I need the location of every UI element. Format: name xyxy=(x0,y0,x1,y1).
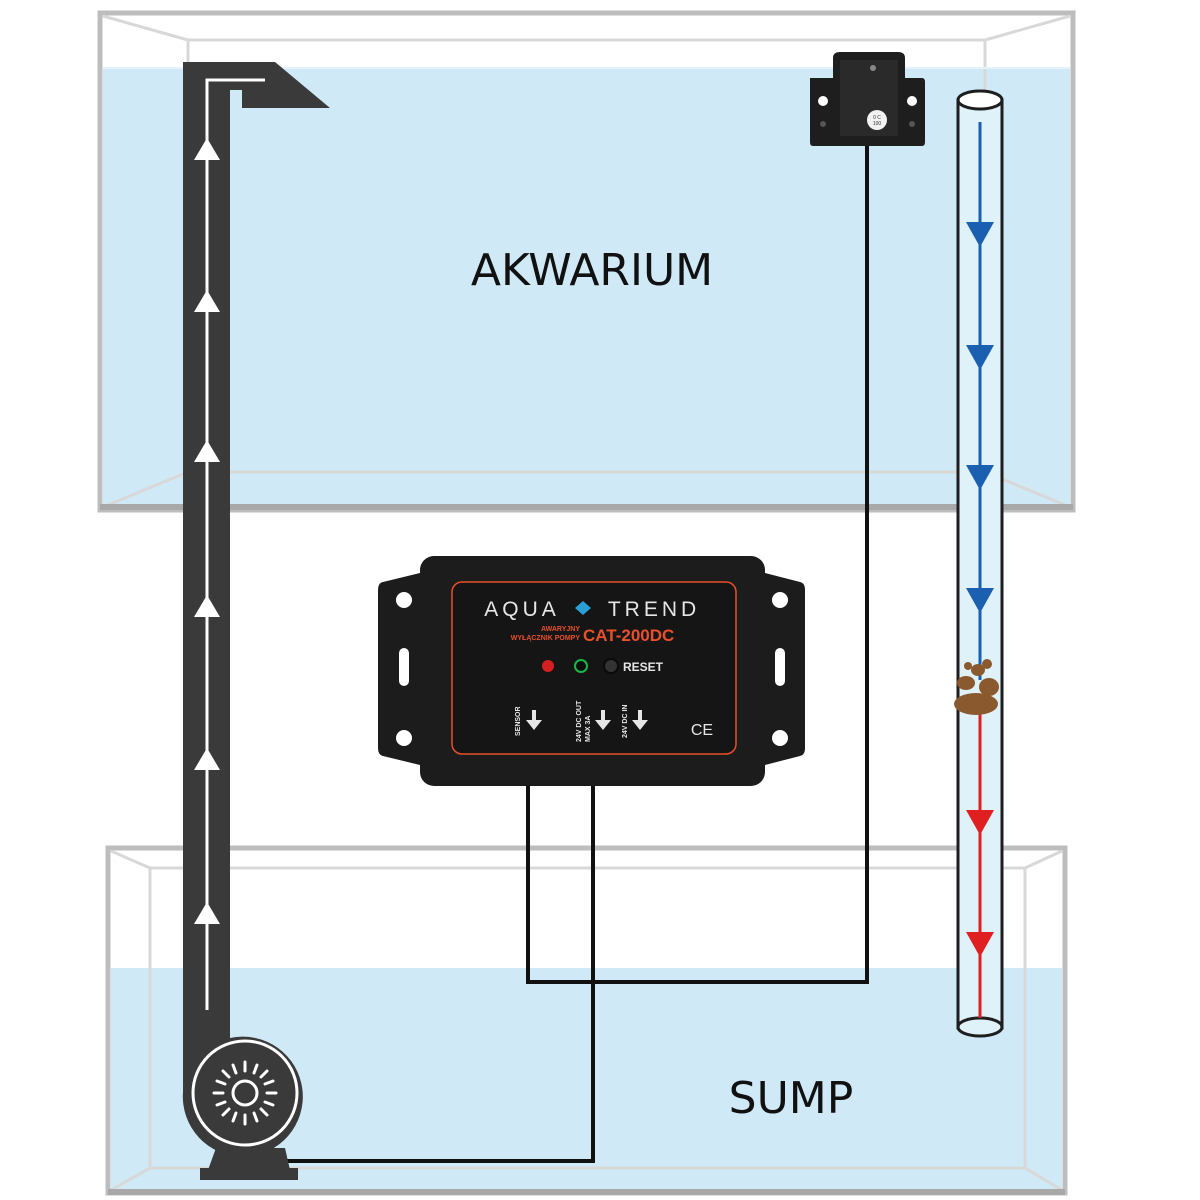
flow-up-arrows xyxy=(194,138,220,924)
brand-left: AQUA xyxy=(484,598,560,621)
cables xyxy=(262,145,869,1163)
arrow-down-icon xyxy=(526,710,542,730)
reset-label: RESET xyxy=(623,660,664,674)
controller-icon: AQUA TREND AWARYJNY WYŁĄCZNIK POMPY CAT-… xyxy=(378,556,805,786)
sump-label: SUMP xyxy=(729,1073,854,1124)
subtitle-line1: AWARYJNY xyxy=(541,626,580,633)
subtitle-line2: WYŁĄCZNIK POMPY xyxy=(511,635,581,642)
alarm-led xyxy=(542,660,554,672)
sensor-label-line1: 0 C xyxy=(873,115,881,121)
port-out-label-line2: MAX 3A xyxy=(585,716,592,742)
sensor-label-line2: 100 xyxy=(873,121,882,127)
power-led-icon xyxy=(574,659,588,673)
pump-power-cable xyxy=(262,783,595,1163)
port-sensor-label: SENSOR xyxy=(515,706,522,736)
debris-icon xyxy=(954,659,999,715)
ce-mark: CE xyxy=(691,722,713,739)
model-name: CAT-200DC xyxy=(583,626,674,645)
reset-button[interactable] xyxy=(603,658,619,674)
port-in-label: 24V DC IN xyxy=(622,705,629,738)
sensor-cable xyxy=(526,145,869,984)
float-sensor-icon: 0 C 100 xyxy=(810,52,925,146)
flow-down-arrows-blue xyxy=(966,222,994,613)
port-out-label-line1: 24V DC OUT xyxy=(576,700,583,742)
aquarium-label: AKWARIUM xyxy=(471,245,713,296)
brand-diamond-icon xyxy=(575,601,591,615)
overflow-tube xyxy=(954,89,1004,1038)
return-pipe xyxy=(183,62,330,1018)
flow-down-arrows-red xyxy=(966,810,994,957)
brand-right: TREND xyxy=(608,598,700,621)
arrow-down-icon xyxy=(632,710,648,730)
arrow-down-icon xyxy=(595,710,611,730)
pump-icon xyxy=(182,1010,303,1180)
